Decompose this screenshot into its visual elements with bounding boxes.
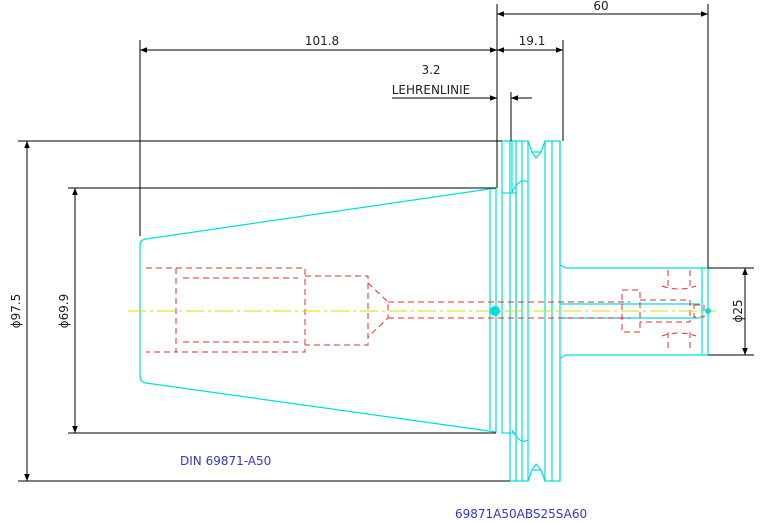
dim-shank-diameter: ϕ25 (731, 299, 745, 322)
dim-flange-width: 19.1 (519, 34, 546, 48)
hidden-lines (146, 267, 705, 353)
centerline-markers (490, 306, 711, 316)
taper-outline (139, 187, 497, 433)
dimension-lines (18, 4, 754, 482)
standard-label: DIN 69871-A50 (180, 454, 271, 468)
dim-overall-length: 60 (593, 0, 608, 13)
gauge-line-label: LEHRENLINIE (392, 83, 471, 97)
dim-gauge-offset: 3.2 (421, 63, 440, 77)
dim-flange-diameter: ϕ97.5 (9, 294, 23, 329)
dim-taper-diameter: ϕ69.9 (57, 294, 71, 329)
dim-taper-length: 101.8 (305, 34, 339, 48)
part-number-label: 69871A50ABS25SA60 (455, 507, 587, 521)
